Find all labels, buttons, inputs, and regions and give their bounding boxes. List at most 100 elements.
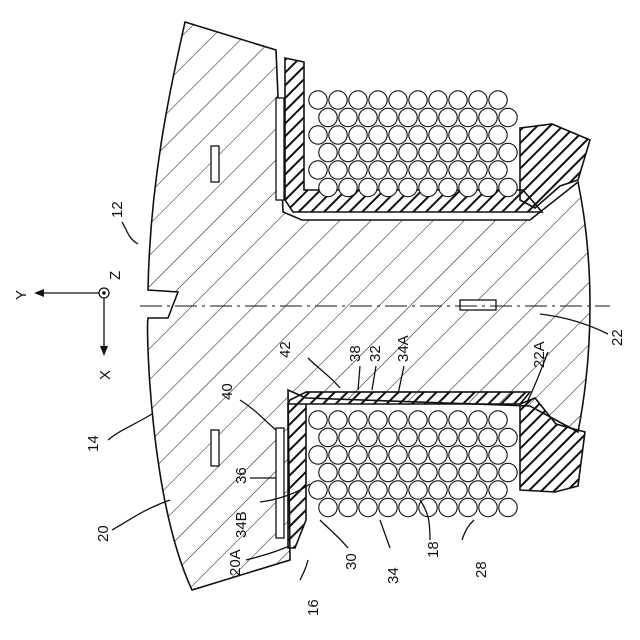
coil-wire	[359, 108, 377, 126]
coil-wire	[329, 446, 347, 464]
lower-slot-marker	[211, 430, 219, 466]
coil-wire	[499, 108, 517, 126]
coil-wire	[489, 446, 507, 464]
coil-wire	[489, 161, 507, 179]
coil-wire	[459, 108, 477, 126]
coil-wire	[399, 498, 417, 516]
coil-wire	[309, 161, 327, 179]
coordinate-axes	[34, 288, 109, 356]
coil-wire	[419, 428, 437, 446]
coil-wire	[419, 143, 437, 161]
coil-wire	[409, 446, 427, 464]
label-32: 32	[367, 345, 384, 362]
coil-wire	[479, 428, 497, 446]
coil-wire	[389, 161, 407, 179]
coil-wire	[479, 498, 497, 516]
label-34b: 34B	[233, 511, 250, 538]
coil-wire	[359, 463, 377, 481]
coil-wire	[429, 161, 447, 179]
coil-wire	[429, 481, 447, 499]
coil-wire	[419, 498, 437, 516]
coil-wire	[469, 126, 487, 144]
coil-wire	[459, 428, 477, 446]
coil-wire	[319, 463, 337, 481]
coil-wire	[429, 91, 447, 109]
label-30: 30	[343, 553, 360, 570]
coil-wire	[399, 428, 417, 446]
coil-wire	[369, 161, 387, 179]
coil-wire	[359, 143, 377, 161]
coil-wire	[479, 143, 497, 161]
upper-plate	[276, 98, 284, 200]
lower-plate	[276, 428, 284, 538]
coil-wire	[459, 463, 477, 481]
coil-wire	[399, 108, 417, 126]
coil-wire	[459, 178, 477, 196]
label-22a: 22A	[531, 341, 548, 368]
coil-wire	[399, 178, 417, 196]
coil-wire	[359, 178, 377, 196]
label-34a: 34A	[395, 335, 412, 362]
label-34: 34	[385, 567, 402, 584]
coil-wire	[499, 143, 517, 161]
coil-wire	[389, 446, 407, 464]
coil-wire	[489, 481, 507, 499]
coil-wire	[499, 463, 517, 481]
label-16: 16	[305, 599, 322, 616]
coil-wire	[449, 446, 467, 464]
coil-wire	[489, 411, 507, 429]
coil-wire	[339, 463, 357, 481]
coil-wire	[469, 481, 487, 499]
coil-wire	[349, 126, 367, 144]
coil-wire	[409, 91, 427, 109]
coil-wire	[339, 498, 357, 516]
coil-wire	[389, 481, 407, 499]
coil-wire	[469, 446, 487, 464]
coil-wire	[379, 143, 397, 161]
coil-wire	[499, 178, 517, 196]
coil-wire	[319, 143, 337, 161]
axis-label-y: Y	[13, 290, 30, 300]
label-40: 40	[219, 383, 236, 400]
coil-wire	[349, 481, 367, 499]
coil-wire	[369, 481, 387, 499]
coil-wire	[449, 126, 467, 144]
coil-wire	[309, 411, 327, 429]
coil-wire	[339, 178, 357, 196]
coil-wire	[449, 481, 467, 499]
shaft-marker	[460, 300, 496, 310]
coil-wire	[379, 178, 397, 196]
coil-wire	[469, 161, 487, 179]
coil-wire	[469, 91, 487, 109]
coil-wire	[339, 108, 357, 126]
coil-wire	[439, 428, 457, 446]
coil-wire	[479, 463, 497, 481]
coil-wire	[429, 126, 447, 144]
upper-coil	[309, 91, 517, 197]
label-38: 38	[347, 345, 364, 362]
coil-wire	[319, 498, 337, 516]
coil-wire	[439, 498, 457, 516]
label-20a: 20A	[227, 549, 244, 576]
coil-wire	[479, 108, 497, 126]
coil-wire	[449, 161, 467, 179]
coil-wire	[329, 161, 347, 179]
coil-wire	[459, 498, 477, 516]
label-42: 42	[277, 341, 294, 358]
coil-wire	[379, 463, 397, 481]
coil-wire	[349, 411, 367, 429]
coil-wire	[389, 126, 407, 144]
coil-wire	[379, 428, 397, 446]
axis-label-z: Z	[107, 271, 124, 280]
coil-wire	[349, 161, 367, 179]
coil-wire	[399, 463, 417, 481]
coil-wire	[329, 126, 347, 144]
coil-wire	[319, 108, 337, 126]
coil-wire	[469, 411, 487, 429]
coil-wire	[329, 91, 347, 109]
coil-wire	[449, 91, 467, 109]
coil-wire	[439, 143, 457, 161]
coil-wire	[439, 178, 457, 196]
coil-wire	[409, 126, 427, 144]
coil-wire	[369, 91, 387, 109]
